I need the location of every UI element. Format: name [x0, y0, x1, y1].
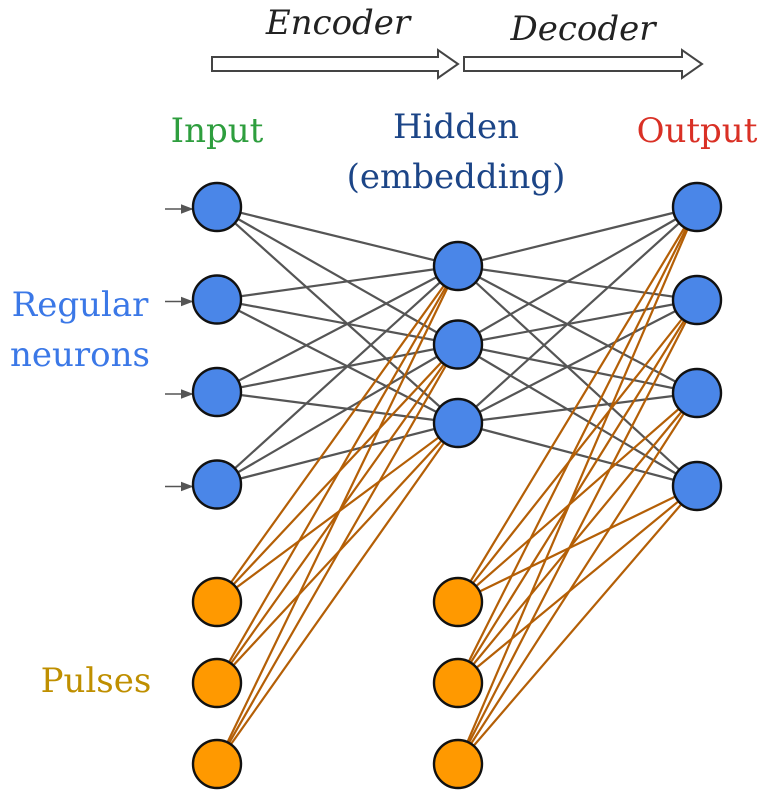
decoder-edge	[457, 391, 698, 425]
input-neuron	[191, 274, 243, 325]
output-neuron	[671, 367, 723, 419]
hidden-pulse-neuron	[432, 657, 484, 709]
input-neuron	[191, 181, 243, 233]
decoder-arrow	[463, 48, 704, 80]
input-pulse-neuron	[191, 738, 243, 790]
encoder-edge	[216, 264, 459, 301]
decoder-pulse-edge	[456, 206, 699, 765]
output-neuron	[671, 274, 723, 326]
encoder-edge	[216, 205, 459, 268]
hidden-pulse-neuron	[432, 738, 484, 790]
encoder-edge	[216, 421, 459, 486]
hidden-layer-label: Hidden	[393, 107, 519, 147]
decoder-edge	[457, 298, 698, 346]
decoder-edge	[457, 421, 698, 488]
input-pulse-neuron	[191, 657, 243, 709]
decoder-pulse-edge	[457, 299, 698, 765]
decoder-pulse-edge	[457, 206, 698, 603]
encoder-pulse-edge	[216, 265, 459, 684]
decoder-pulse-edge	[457, 392, 698, 603]
output-neuron	[671, 460, 723, 512]
hidden-pulse-neuron	[432, 576, 484, 628]
decoder-edge	[457, 264, 698, 302]
decoder-pulse-edge	[457, 299, 698, 603]
regular-neurons-label: Regular	[12, 285, 150, 325]
output-neuron	[671, 181, 723, 233]
nodes	[191, 181, 723, 790]
decoder-edge	[457, 265, 698, 487]
encoder-edge	[216, 390, 459, 425]
decoder-edge	[457, 205, 698, 268]
decoder-edge	[457, 265, 698, 394]
input-pulse-neuron	[191, 576, 243, 628]
decoder-edge	[457, 206, 698, 346]
encoder-edge	[216, 298, 459, 346]
encoder-pulse-edge	[216, 265, 459, 765]
encoder-arrow	[211, 48, 460, 80]
decoder-edge	[457, 343, 698, 487]
decoder-pulse-edge	[457, 392, 698, 684]
output-layer-label: Output	[637, 111, 758, 151]
decoder-pulse-edge	[457, 485, 698, 603]
input-neuron	[191, 366, 243, 418]
decoder-pulse-edge	[457, 392, 698, 765]
encoder-edge	[216, 265, 459, 393]
decoder-edge	[457, 299, 698, 424]
hidden-neuron	[432, 319, 484, 370]
decoder-label: Decoder	[509, 9, 657, 49]
encoder-pulse-edge	[216, 265, 459, 603]
input-layer-label: Input	[171, 111, 264, 151]
hidden-neuron	[432, 240, 484, 292]
regular-neurons-sublabel: neurons	[10, 335, 150, 375]
decoder-pulse-edge	[457, 299, 698, 684]
decoder-pulse-edge	[457, 206, 698, 684]
decoder-edge	[457, 206, 698, 424]
hidden-layer-sublabel: (embedding)	[347, 157, 566, 197]
encoder-pulse-edge	[216, 422, 459, 765]
encoder-edge	[216, 206, 459, 346]
pulses-label: Pulses	[41, 661, 152, 701]
edges	[216, 205, 699, 765]
encoder-edge	[216, 265, 459, 486]
encoder-label: Encoder	[265, 3, 412, 43]
encoder-edge	[216, 343, 459, 394]
decoder-pulse-edge	[457, 485, 698, 765]
decoder-pulse-edge	[457, 485, 698, 684]
decoder-edge	[457, 343, 698, 395]
input-neuron	[191, 459, 243, 510]
hidden-neuron	[432, 397, 484, 449]
input-arrows	[165, 204, 194, 492]
encoder-pulse-edge	[216, 343, 459, 765]
encoder-edge	[216, 343, 459, 486]
